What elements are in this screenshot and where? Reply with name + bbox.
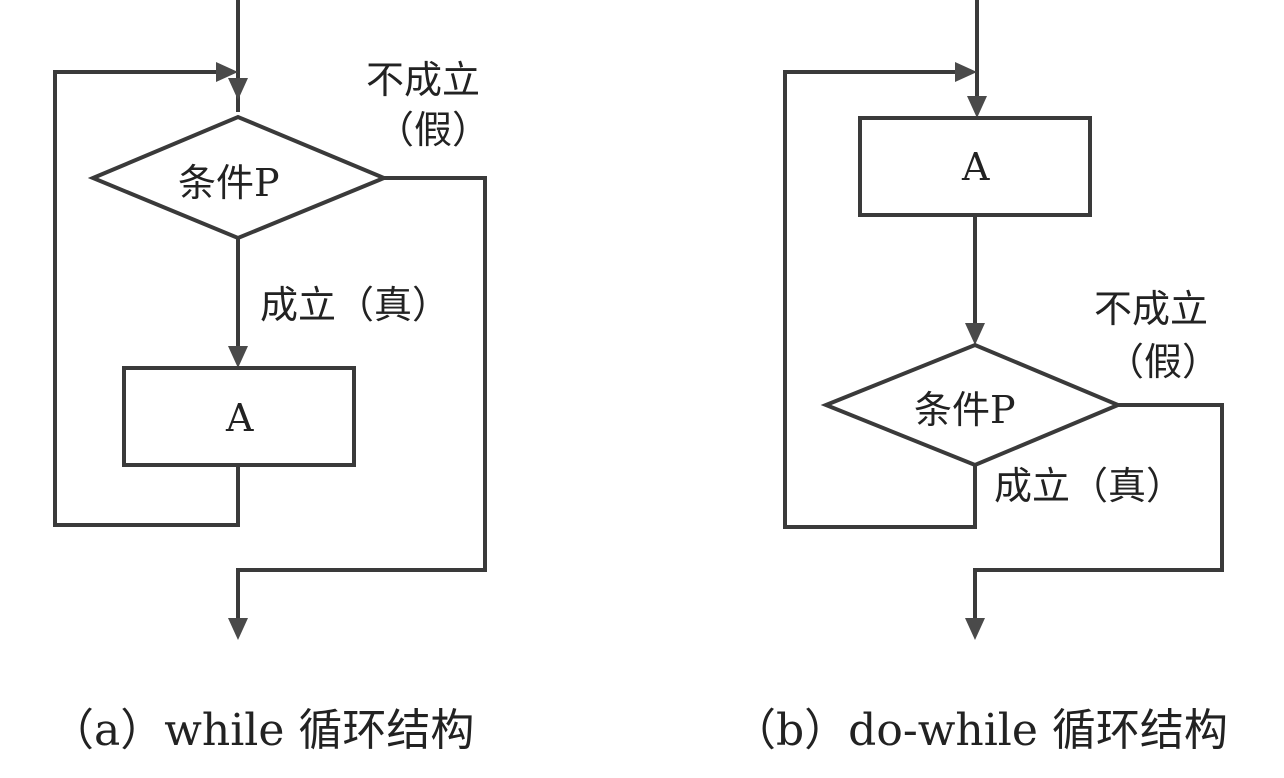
while-true-arrowhead [228, 346, 248, 368]
while-true-label: 成立（真） [260, 283, 451, 327]
do-while-condition-arrowhead [965, 323, 985, 345]
while-loop-back-line [53, 70, 240, 527]
do-while-entry-arrowhead [967, 96, 987, 118]
do-while-process-box [858, 116, 1092, 217]
while-false-label-line1: 不成立 [366, 58, 481, 102]
while-diagram [53, 0, 487, 640]
while-process-box [122, 366, 356, 467]
do-while-false-label-line1: 不成立 [1094, 287, 1209, 331]
while-entry-arrowhead [228, 78, 248, 100]
do-while-true-label: 成立（真） [994, 464, 1185, 508]
while-loop-back-arrowhead [216, 62, 238, 82]
do-while-caption: （b）do-while 循环结构 [732, 705, 1228, 756]
do-while-condition-label: 条件P [914, 388, 1016, 432]
while-false-label-line2: （假） [376, 108, 491, 152]
while-process-label: A [226, 396, 254, 440]
do-while-false-edge [973, 403, 1224, 630]
do-while-loop-back-line [783, 70, 977, 529]
while-false-edge [236, 176, 487, 630]
while-condition-label: 条件P [178, 161, 280, 205]
do-while-process-label: A [962, 145, 990, 189]
do-while-false-label-line2: （假） [1106, 340, 1221, 384]
do-while-exit-arrowhead [965, 618, 985, 640]
do-while-loop-back-arrowhead [955, 62, 977, 82]
while-exit-arrowhead [228, 618, 248, 640]
while-caption: （a）while 循环结构 [50, 705, 475, 756]
do-while-diagram [783, 0, 1224, 640]
